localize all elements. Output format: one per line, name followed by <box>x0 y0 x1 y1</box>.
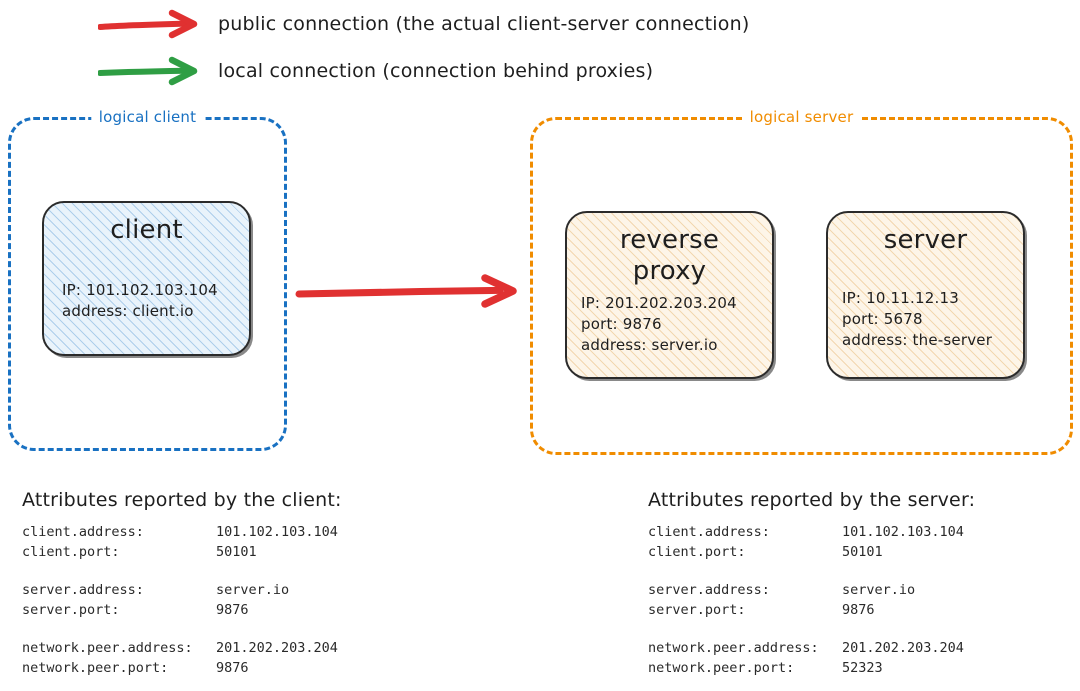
table-row: client.port: 50101 <box>648 542 964 562</box>
logical-client-label: logical client <box>90 108 205 126</box>
node-client-title: client <box>110 215 183 245</box>
node-client-attr-ip: IP: 101.102.103.104 <box>62 281 218 299</box>
table-row-spacer <box>648 562 964 580</box>
attr-value: 101.102.103.104 <box>216 524 338 540</box>
node-server[interactable]: server IP: 10.11.12.13 port: 5678 addres… <box>826 211 1025 379</box>
attr-key: client.port: <box>22 544 120 560</box>
table-row: server.port: 9876 <box>22 600 338 620</box>
attr-key: network.peer.port: <box>22 660 169 676</box>
attributes-server-table: client.address: 101.102.103.104 client.p… <box>648 522 964 678</box>
table-row: server.address: server.io <box>22 580 338 600</box>
node-server-attr-ip: IP: 10.11.12.13 <box>842 289 959 307</box>
attr-key: server.port: <box>648 602 746 618</box>
attr-value: 52323 <box>842 660 883 676</box>
legend-label-public: public connection (the actual client-ser… <box>218 13 750 35</box>
attr-value: server.io <box>842 582 916 598</box>
table-row-spacer <box>648 620 964 638</box>
attr-key: network.peer.address: <box>648 640 819 656</box>
table-row: client.port: 50101 <box>22 542 338 562</box>
legend-row-local: local connection (connection behind prox… <box>0 55 1080 95</box>
table-row-spacer <box>22 620 338 638</box>
attr-value: 201.202.203.204 <box>842 640 964 656</box>
public-connection-arrow <box>295 274 517 308</box>
table-row: network.peer.port: 52323 <box>648 658 964 678</box>
attributes-server-block: Attributes reported by the server: clien… <box>648 488 975 678</box>
table-row: network.peer.address: 201.202.203.204 <box>22 638 338 658</box>
node-reverse-proxy-attr-address: address: server.io <box>581 336 718 354</box>
attributes-client-block: Attributes reported by the client: clien… <box>22 488 342 678</box>
attr-key: network.peer.port: <box>648 660 795 676</box>
node-server-title: server <box>883 225 968 255</box>
attr-value: 50101 <box>216 544 257 560</box>
node-client-attrs: IP: 101.102.103.104 address: client.io <box>58 280 235 322</box>
client-hatch-pattern <box>44 203 249 354</box>
legend-row-public: public connection (the actual client-ser… <box>0 8 1080 48</box>
attr-value: 201.202.203.204 <box>216 640 338 656</box>
node-reverse-proxy-attr-port: port: 9876 <box>581 315 662 333</box>
table-row: server.port: 9876 <box>648 600 964 620</box>
node-client-attr-address: address: client.io <box>62 302 194 320</box>
table-row: client.address: 101.102.103.104 <box>648 522 964 542</box>
attr-value: 101.102.103.104 <box>842 524 964 540</box>
legend: public connection (the actual client-ser… <box>0 0 1080 100</box>
attr-value: 9876 <box>842 602 875 618</box>
attr-key: server.port: <box>22 602 120 618</box>
node-reverse-proxy-attrs: IP: 201.202.203.204 port: 9876 address: … <box>581 293 758 356</box>
attr-value: 9876 <box>216 660 249 676</box>
attributes-client-heading: Attributes reported by the client: <box>22 489 342 511</box>
attr-value: 9876 <box>216 602 249 618</box>
legend-label-local: local connection (connection behind prox… <box>218 60 654 82</box>
attr-value: server.io <box>216 582 290 598</box>
logical-client-group: logical client <box>8 108 287 451</box>
attr-key: client.address: <box>648 524 770 540</box>
attr-key: server.address: <box>22 582 144 598</box>
node-server-attr-address: address: the-server <box>842 331 993 349</box>
attr-key: client.port: <box>648 544 746 560</box>
node-reverse-proxy-title: reverse proxy <box>619 225 720 286</box>
node-server-attr-port: port: 5678 <box>842 310 923 328</box>
reverse-proxy-hatch-pattern <box>567 213 772 377</box>
logical-server-label: logical server <box>741 108 862 126</box>
attr-key: client.address: <box>22 524 144 540</box>
node-reverse-proxy-attr-ip: IP: 201.202.203.204 <box>581 294 737 312</box>
table-row: client.address: 101.102.103.104 <box>22 522 338 542</box>
attributes-server-heading: Attributes reported by the server: <box>648 489 976 511</box>
table-row: network.peer.address: 201.202.203.204 <box>648 638 964 658</box>
attr-key: server.address: <box>648 582 770 598</box>
node-client[interactable]: client IP: 101.102.103.104 address: clie… <box>42 201 251 356</box>
red-arrow-icon <box>98 9 198 39</box>
table-row: network.peer.port: 9876 <box>22 658 338 678</box>
attributes-client-table: client.address: 101.102.103.104 client.p… <box>22 522 338 678</box>
logical-server-group: logical server <box>530 108 1073 455</box>
table-row-spacer <box>22 562 338 580</box>
attr-value: 50101 <box>842 544 883 560</box>
table-row: server.address: server.io <box>648 580 964 600</box>
node-reverse-proxy[interactable]: reverse proxy IP: 201.202.203.204 port: … <box>565 211 774 379</box>
node-server-attrs: IP: 10.11.12.13 port: 5678 address: the-… <box>842 288 1009 351</box>
attr-key: network.peer.address: <box>22 640 193 656</box>
server-hatch-pattern <box>828 213 1023 377</box>
green-arrow-icon <box>98 56 198 86</box>
